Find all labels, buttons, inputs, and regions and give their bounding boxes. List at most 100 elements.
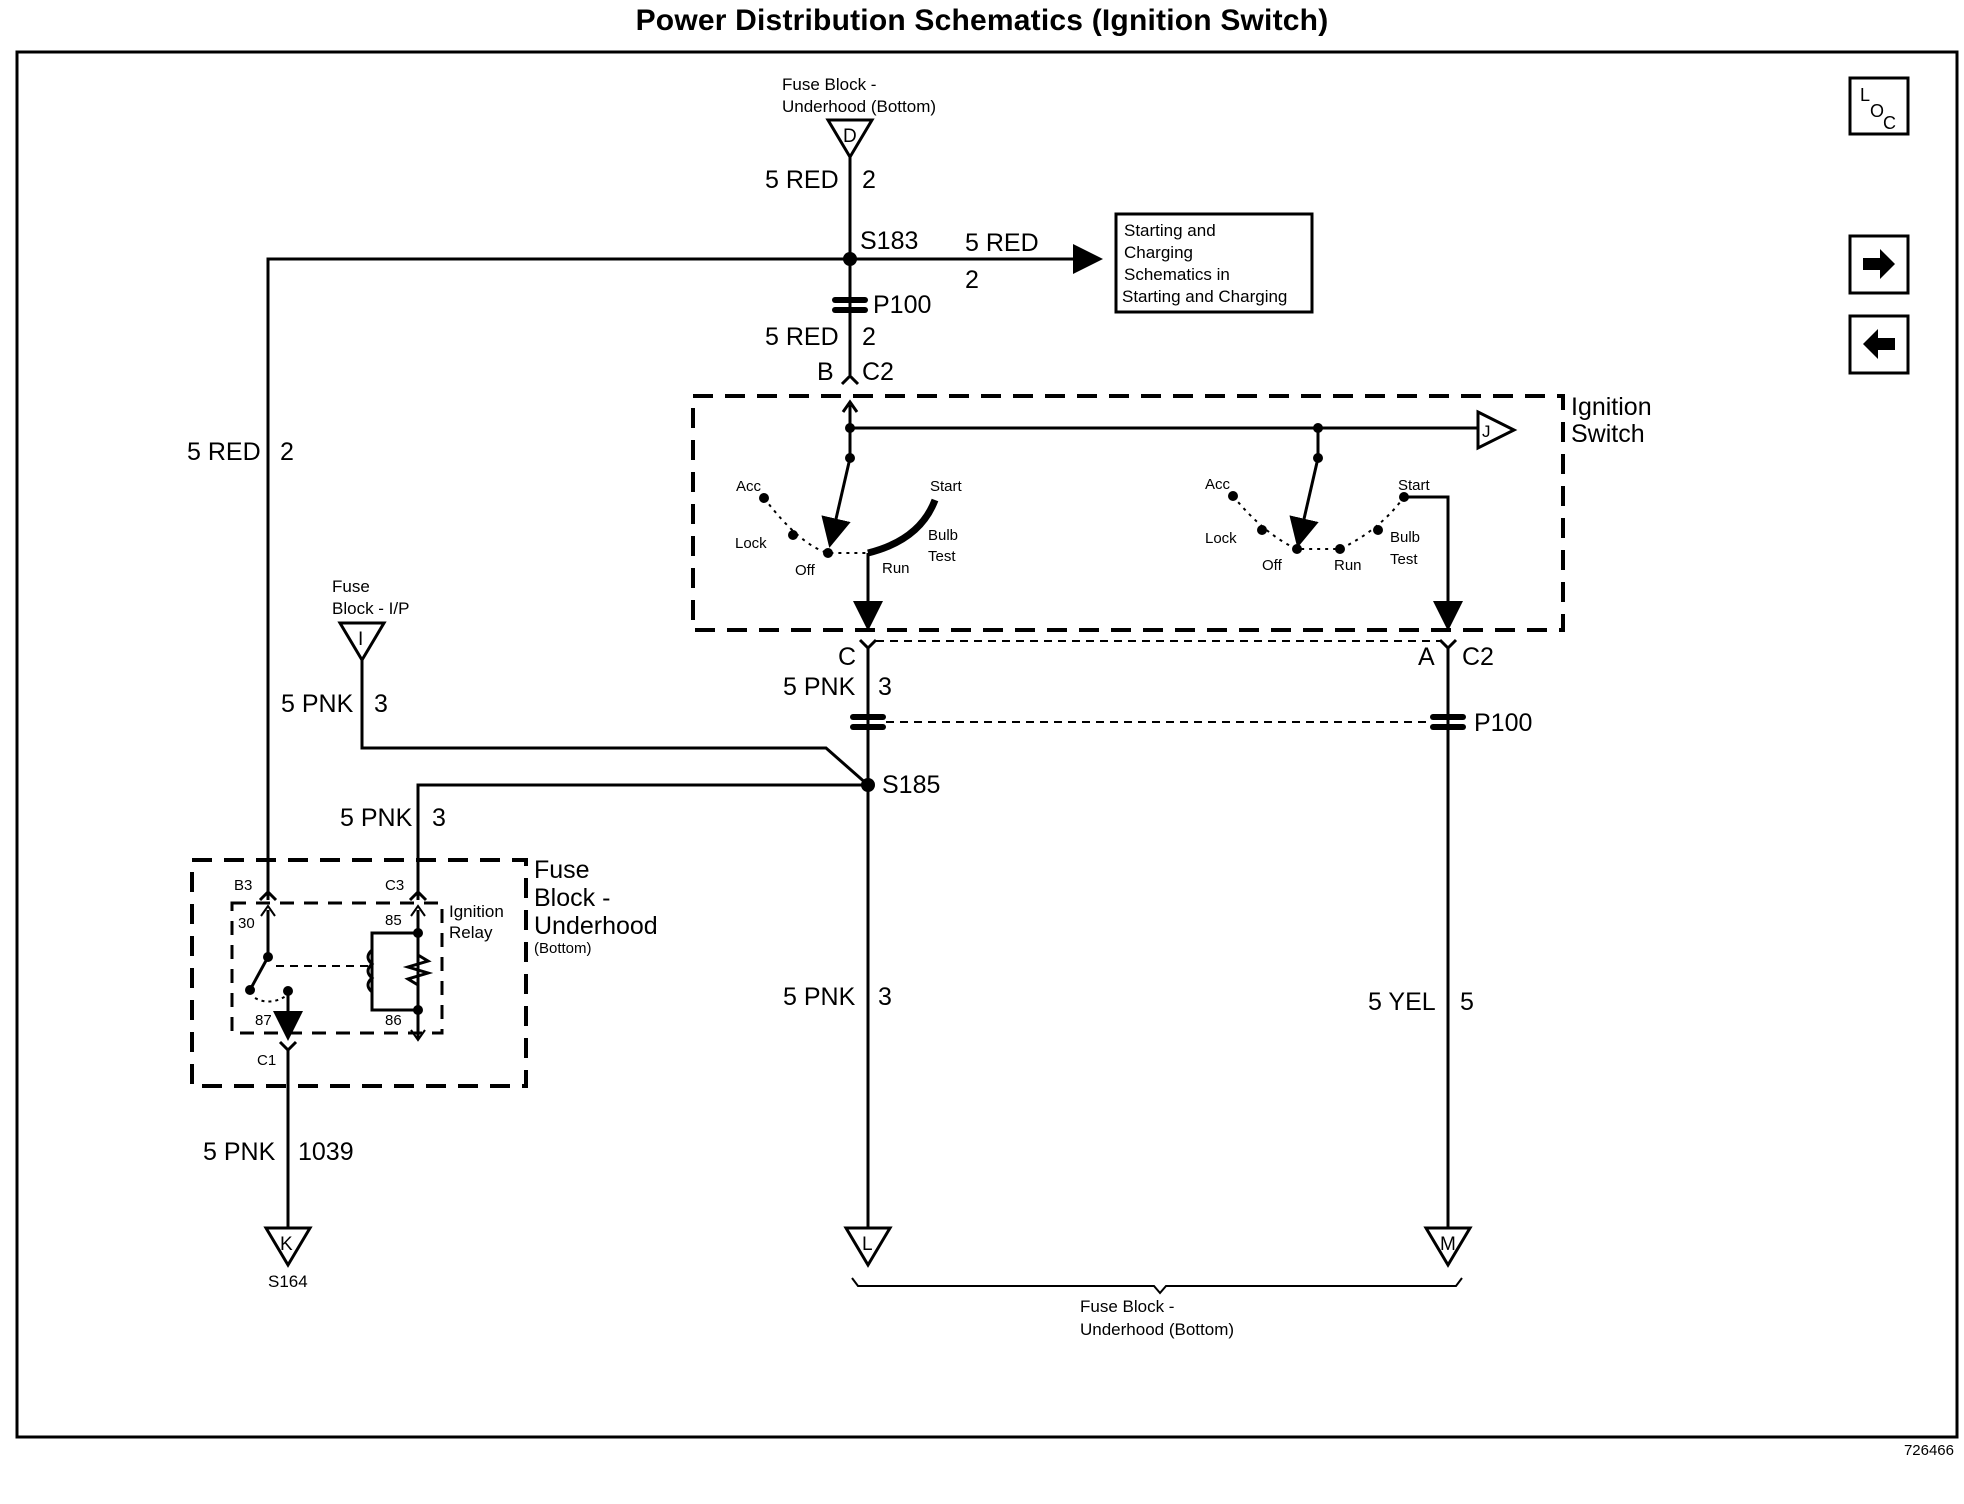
wires-l_pnk-gauge-label: 5 PNK [783, 983, 856, 1011]
connectors-b-label: B [817, 358, 834, 386]
components-fuse_block_top-terminal-label: D [843, 126, 857, 147]
connectors-b3-label: B3 [234, 877, 252, 894]
fuse-block-underhood-box [190, 858, 528, 1088]
wires-left_red-gauge-label: 5 RED [187, 438, 261, 466]
wires-left_red-circuit-label: 2 [280, 438, 294, 466]
svg-text:C: C [1883, 113, 1896, 133]
connector-p100-lower: P100 [850, 709, 1532, 737]
components-ignition_switch-positions-6-label: Start [930, 478, 963, 495]
terminal-l-icon [843, 1226, 893, 1268]
components-ignition_relay-pins-1-label: 85 [385, 912, 402, 929]
components-ignition_switch-line1-label: Ignition [1571, 393, 1652, 421]
terminal-m-icon [1423, 1226, 1473, 1268]
page-title: Power Distribution Schematics (Ignition … [635, 4, 1329, 37]
components-ignition_switch-line2-label: Switch [1571, 420, 1645, 448]
components-bottom_fuse_block-line2-label: Underhood (Bottom) [1080, 1320, 1234, 1339]
figure-id: 726466 [1903, 1442, 1954, 1459]
components-ignition_switch-positions-5-label: Test [928, 548, 956, 565]
wires-c_pnk-gauge-label: 5 PNK [783, 673, 856, 701]
components-fuse_block_underhood-line4-label: (Bottom) [534, 940, 592, 957]
components-fuse_block_ip-terminal-label: I [358, 629, 363, 650]
fuse-block-ip: Fuse Block - I/P I [332, 577, 409, 663]
wires-top_red-gauge-label: 5 RED [765, 166, 839, 194]
components-ignition_switch-positions-4-label: Bulb [928, 527, 958, 544]
components-ignition_switch-positions-2-label: Off [795, 562, 816, 579]
terminal-i-icon [337, 621, 387, 663]
components-ignition_relay-line1-label: Ignition [449, 902, 504, 921]
wires-ip_pnk-circuit-label: 3 [374, 690, 388, 718]
components-bottom_fuse_block-line1-label: Fuse Block - [1080, 1297, 1174, 1316]
connectors-c1-label: C1 [257, 1052, 276, 1069]
components-ignition_relay-line2-label: Relay [449, 923, 493, 942]
components-reference_box-lines-3-label: Starting and Charging [1122, 287, 1287, 306]
connectors-p100-label: P100 [873, 291, 931, 319]
components-reference_box-lines-1-label: Charging [1124, 243, 1193, 262]
bottom-bracket [851, 1277, 1463, 1295]
components-ignition_switch-positions-2-label: Off [1262, 557, 1283, 574]
components-reference_box-lines-0-label: Starting and [1124, 221, 1216, 240]
ignition-switch-box [691, 394, 1565, 632]
components-ignition_switch-positions-3-label: Run [882, 560, 910, 577]
wires-k_pnk-circuit-label: 1039 [298, 1138, 354, 1166]
wires-below_p100_red-gauge-label: 5 RED [765, 323, 839, 351]
terminal-d-icon [825, 118, 875, 160]
wires-arrow_red-circuit-label: 2 [965, 266, 979, 294]
components-fuse_block_ip-line2-label: Block - I/P [332, 599, 409, 618]
splices-s164-label: S164 [268, 1272, 308, 1291]
connectors-a-label: A [1418, 643, 1435, 671]
wire-red-left [266, 257, 850, 900]
components-ignition_switch-positions-0-label: Acc [736, 478, 762, 495]
wires-top_red-circuit-label: 2 [862, 166, 876, 194]
components-ignition_switch-out_terminal-label: J [1482, 422, 1491, 441]
components-fuse_block_underhood-line2-label: Block - [534, 884, 610, 912]
wires-arrow_red-gauge-label: 5 RED [965, 229, 1039, 257]
components-fuse_block_underhood-line3-label: Underhood [534, 912, 658, 940]
components-fuse_block_underhood-line1-label: Fuse [534, 856, 590, 884]
components-ignition_switch-positions-4-label: Bulb [1390, 529, 1420, 546]
next-page-arrow-icon[interactable] [1848, 234, 1910, 295]
terminals-k-label: K [280, 1234, 293, 1255]
wires-m_yel-gauge-label: 5 YEL [1368, 988, 1436, 1016]
components-ignition_switch-positions-1-label: Lock [1205, 530, 1237, 547]
fuse-block-top: Fuse Block - Underhood (Bottom) D [782, 75, 936, 160]
wire-pnk-ip [360, 660, 869, 787]
splices-s185-label: S185 [882, 771, 940, 799]
terminals-m-label: M [1440, 1234, 1456, 1255]
loc-icon[interactable]: L O C [1848, 76, 1910, 136]
components-ignition_switch-positions-5-label: Test [1390, 551, 1418, 568]
components-ignition_relay-pins-2-label: 87 [255, 1012, 272, 1029]
relay-resistor-icon [402, 953, 434, 987]
components-fuse_block_top-line1-label: Fuse Block - [782, 75, 876, 94]
prev-page-arrow-icon[interactable] [1848, 314, 1910, 375]
components-ignition_relay-pins-3-label: 86 [385, 1012, 402, 1029]
connector-p100-top: P100 [832, 291, 931, 319]
svg-text:O: O [1870, 101, 1884, 121]
page-frame [15, 50, 1959, 1439]
components-ignition_switch-positions-3-label: Run [1334, 557, 1362, 574]
connectors-p100-label: P100 [1474, 709, 1532, 737]
components-ignition_switch-positions-6-label: Start [1398, 477, 1431, 494]
svg-text:L: L [1860, 85, 1870, 105]
components-ignition_relay-pins-0-label: 30 [238, 915, 255, 932]
components-ignition_switch-positions-0-label: Acc [1205, 476, 1231, 493]
wires-m_yel-circuit-label: 5 [1460, 988, 1474, 1016]
components-reference_box-lines-2-label: Schematics in [1124, 265, 1230, 284]
wires-l_pnk-circuit-label: 3 [878, 983, 892, 1011]
terminal-k-icon [263, 1226, 313, 1268]
reference-box-starting-charging[interactable]: Starting and Charging Schematics in Star… [1114, 212, 1314, 314]
connectors-c3-label: C3 [385, 877, 404, 894]
relay-coil-icon [366, 948, 375, 994]
wires-k_pnk-gauge-label: 5 PNK [203, 1138, 276, 1166]
wires-relay_pnk-circuit-label: 3 [432, 804, 446, 832]
wires-below_p100_red-circuit-label: 2 [862, 323, 876, 351]
connectors-c-label: C [838, 643, 856, 671]
terminals-l-label: L [862, 1234, 873, 1255]
ignition-relay-box [230, 901, 444, 1035]
wires-relay_pnk-gauge-label: 5 PNK [340, 804, 413, 832]
splices-s183-label: S183 [860, 227, 918, 255]
components-fuse_block_ip-line1-label: Fuse [332, 577, 370, 596]
connectors-c2-label: C2 [862, 358, 894, 386]
wires-c_pnk-circuit-label: 3 [878, 673, 892, 701]
components-ignition_switch-positions-1-label: Lock [735, 535, 767, 552]
